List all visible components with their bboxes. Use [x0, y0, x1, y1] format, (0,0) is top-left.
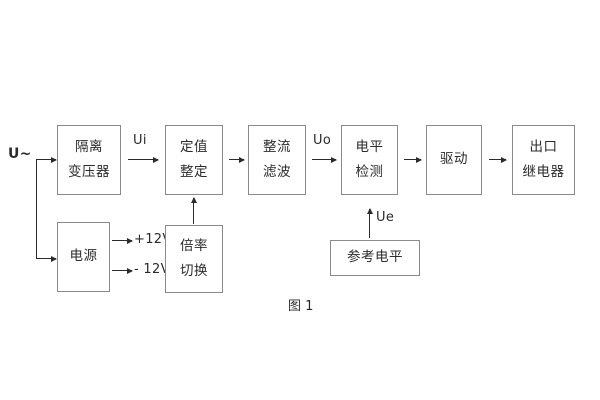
rail-negative-label: - 12V	[134, 262, 170, 277]
arrow-level-to-drive	[404, 159, 421, 161]
block-drive: 驱动	[426, 125, 482, 195]
block-multiplier-switch: 倍率 切换	[165, 225, 223, 293]
arrow-rail-positive	[112, 240, 132, 242]
block-setting-value-line2: 整定	[180, 163, 208, 180]
block-rectify-filter-line2: 滤波	[263, 163, 291, 180]
arrow-isolation-to-setting	[128, 159, 158, 161]
signal-label-ue: Ue	[376, 210, 395, 225]
arrow-rectify-to-level	[312, 159, 336, 161]
rail-positive-label: +12V	[134, 232, 172, 247]
arrow-input-to-isolation	[36, 159, 56, 161]
block-setting-value-line1: 定值	[180, 139, 208, 155]
block-reference-level-line1: 参考电平	[347, 249, 403, 266]
input-bus-vertical	[36, 159, 38, 259]
block-level-detect-line1: 电平	[355, 139, 384, 155]
block-reference-level: 参考电平	[330, 240, 420, 276]
block-power-supply-line1: 电源	[69, 248, 98, 265]
block-output-relay-line2: 继电器	[522, 163, 565, 180]
block-output-relay-line1: 出口	[529, 139, 558, 155]
signal-label-ui: Ui	[133, 133, 147, 148]
block-output-relay: 出口 继电器	[512, 125, 575, 195]
figure-caption: 图 1	[288, 299, 314, 314]
block-level-detect: 电平 检测	[341, 125, 398, 195]
block-power-supply: 电源	[57, 222, 110, 292]
block-drive-line1: 驱动	[440, 151, 468, 168]
arrow-input-to-power	[36, 258, 56, 260]
arrow-reference-to-level-detect	[369, 209, 371, 238]
arrow-setting-to-rectify	[229, 159, 244, 161]
block-isolation-transformer: 隔离 变压器	[57, 125, 121, 195]
block-rectify-filter-line1: 整流	[263, 139, 291, 155]
input-source-label: U~	[8, 146, 32, 162]
signal-label-uo: Uo	[313, 133, 332, 148]
block-level-detect-line2: 检测	[355, 163, 384, 180]
block-isolation-transformer-line2: 变压器	[68, 163, 110, 180]
arrow-drive-to-output	[489, 159, 506, 161]
block-rectify-filter: 整流 滤波	[248, 125, 306, 195]
arrow-rail-negative	[112, 270, 132, 272]
block-multiplier-switch-line1: 倍率	[180, 238, 208, 254]
block-multiplier-switch-line2: 切换	[180, 262, 208, 279]
arrow-multiplier-to-setting	[193, 198, 195, 224]
block-setting-value: 定值 整定	[165, 125, 223, 195]
block-isolation-transformer-line1: 隔离	[75, 139, 103, 155]
